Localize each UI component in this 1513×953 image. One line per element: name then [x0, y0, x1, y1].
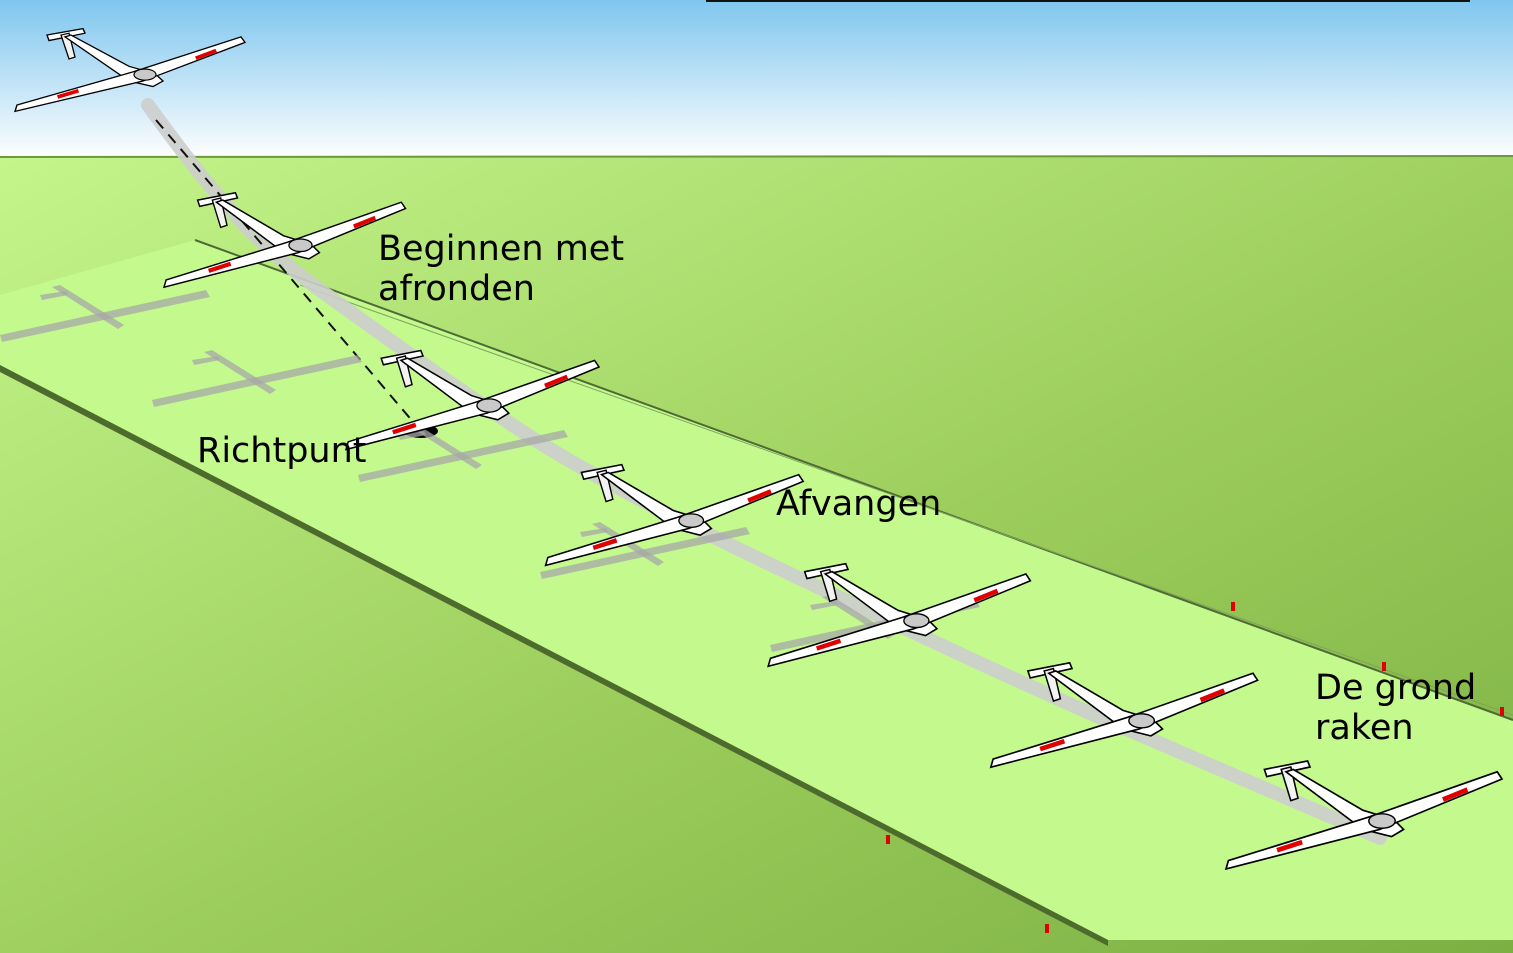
aim-line [155, 119, 421, 431]
label-flare: Afvangen [776, 484, 941, 524]
label-aim-point-text: Richtpunt [197, 431, 367, 471]
sky [0, 0, 1513, 160]
horizon-line [0, 155, 1513, 158]
label-touchdown: De grond raken [1315, 668, 1476, 748]
airfield-edge-line [194, 239, 1513, 721]
runway-marker-icon [1231, 602, 1235, 611]
label-begin-flare-line2: afronden [378, 269, 535, 309]
label-begin-flare: Beginnen met afronden [378, 229, 624, 309]
runway-marker-icon [1382, 662, 1386, 671]
runway-marker-icon [1500, 707, 1504, 716]
runway-far-edge [299, 284, 1513, 716]
runway-marker-icon [886, 835, 890, 844]
label-aim-point: Richtpunt [197, 431, 367, 471]
airfield [0, 240, 1513, 940]
label-begin-flare-line1: Beginnen met [378, 229, 625, 269]
label-flare-text: Afvangen [776, 484, 942, 524]
label-touchdown-line2: raken [1315, 708, 1414, 748]
airfield-side [0, 365, 1108, 946]
runway-marker-icon [1045, 924, 1049, 933]
label-touchdown-line1: De grond [1315, 668, 1477, 708]
